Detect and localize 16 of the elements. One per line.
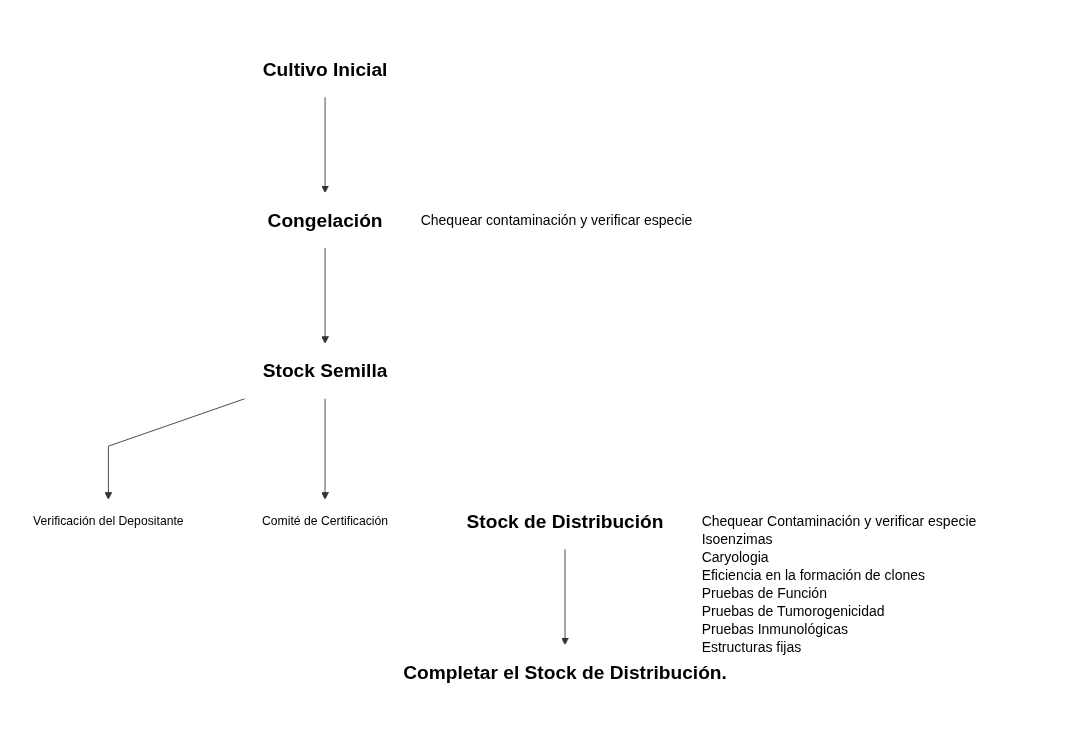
note-text: Pruebas de Función <box>701 585 828 602</box>
note-text: Isoenzimas <box>701 531 774 548</box>
note-text: Pruebas de Tumorogenicidad <box>701 603 886 620</box>
node-text: Stock Semilla <box>262 359 388 382</box>
note-text: Chequear Contaminación y verificar especie <box>701 513 977 530</box>
node-text: Comité de Certificación <box>262 513 389 528</box>
node-text: Completar el Stock de Distribución. <box>403 661 727 683</box>
node-text: Cultivo Inicial <box>262 58 388 80</box>
note-text: Caryologia <box>701 549 770 566</box>
node-text: Stock de Distribución <box>466 510 664 533</box>
node-text: Congelación <box>267 208 383 231</box>
note-text: Eficiencia en la formación de clones <box>701 567 926 584</box>
node-text: Verificación del Depositante <box>33 513 184 528</box>
note-text: Estructuras fijas <box>701 639 803 656</box>
note-text: Pruebas Inmunológicas <box>701 621 849 638</box>
note-text: Chequear contaminación y verificar especie <box>420 211 693 228</box>
